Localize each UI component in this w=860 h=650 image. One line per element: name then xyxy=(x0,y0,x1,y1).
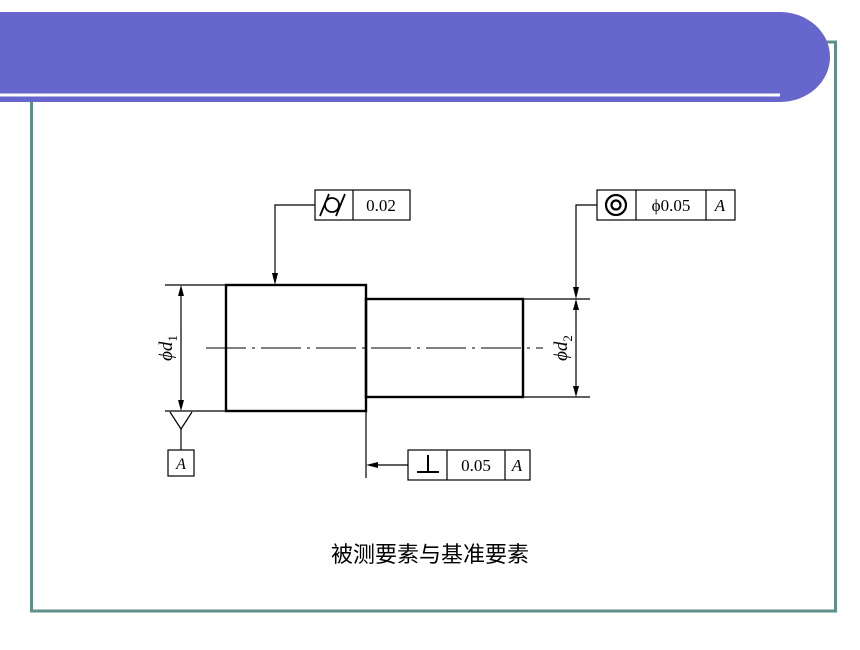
leader-cylindricity xyxy=(274,204,315,278)
concentricity-tolerance: ϕ0.05 xyxy=(652,196,691,215)
small-cylinder xyxy=(364,297,525,399)
datum-letter: A xyxy=(175,456,186,473)
arrow-cylindricity xyxy=(272,273,278,285)
datum-box xyxy=(167,449,195,477)
arrow-concentricity xyxy=(573,287,579,299)
arrow-d1-top xyxy=(178,285,184,296)
datum-triangle xyxy=(169,411,182,430)
header-banner xyxy=(0,12,830,102)
arrow-d1-bottom xyxy=(178,400,184,411)
content-frame xyxy=(30,40,837,613)
d1-label: ϕd1 xyxy=(156,335,180,361)
cylindricity-icon xyxy=(319,193,346,217)
leader-concentricity xyxy=(575,204,597,292)
concentricity-icon xyxy=(604,193,628,217)
d2-label: ϕd2 xyxy=(551,335,575,361)
arrow-perpendicularity xyxy=(366,462,378,468)
perpendicularity-icon xyxy=(417,455,439,473)
frame-concentricity xyxy=(596,189,736,221)
cylindricity-tolerance: 0.02 xyxy=(366,196,396,215)
perpendicularity-datum: A xyxy=(511,456,523,475)
concentricity-datum: A xyxy=(714,196,726,215)
perpendicularity-tolerance: 0.05 xyxy=(461,456,491,475)
arrow-d2-top xyxy=(573,299,579,310)
datum-triangle-right xyxy=(180,411,193,430)
technical-drawing xyxy=(165,189,736,481)
frame-perpendicularity xyxy=(407,449,531,481)
frame-cylindricity xyxy=(314,189,411,221)
arrow-d2-bottom xyxy=(573,386,579,397)
slide-caption: 被测要素与基准要素 xyxy=(330,543,529,568)
